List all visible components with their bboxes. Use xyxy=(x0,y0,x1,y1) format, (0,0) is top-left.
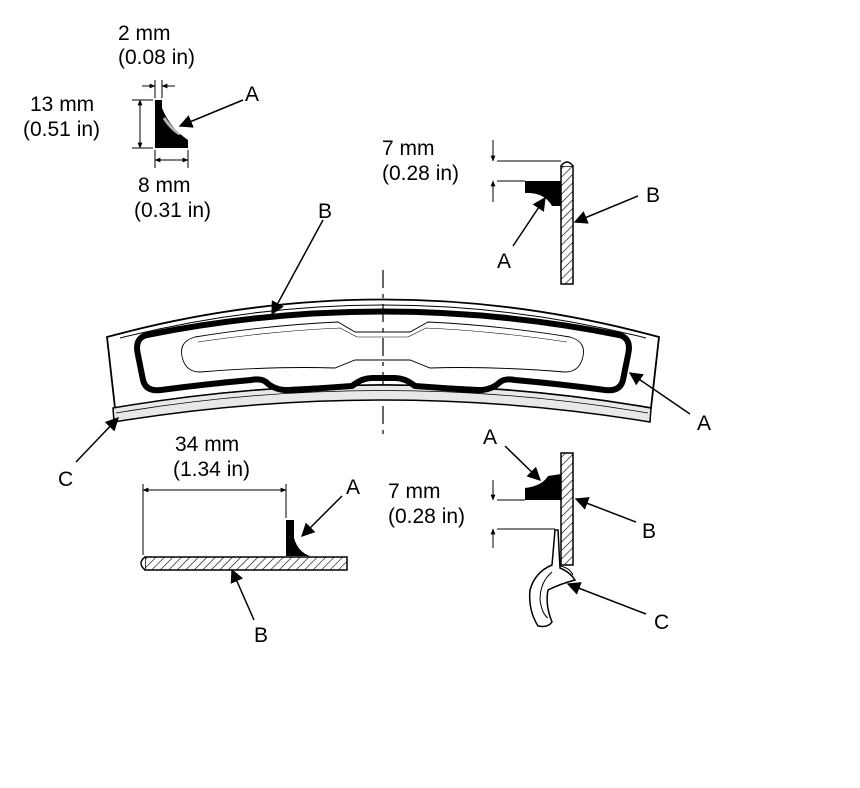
bead-profile-detail: A 2 mm (0.08 in) 13 mm (0.51 in) 8 mm (0… xyxy=(23,22,259,222)
edge-section-panel-label: B xyxy=(254,624,268,647)
bottom-section-offset-in: (0.28 in) xyxy=(388,505,465,528)
bottom-section-detail: 7 mm (0.28 in) A B C xyxy=(388,426,669,634)
edge-distance-in: (1.34 in) xyxy=(173,458,250,481)
top-section-bead-label: A xyxy=(497,250,511,273)
bead-base-width-in: (0.31 in) xyxy=(134,199,211,222)
bead-height-mm: 13 mm xyxy=(30,93,94,116)
top-section-offset-mm: 7 mm xyxy=(382,137,435,160)
bead-profile-shape xyxy=(155,100,188,148)
glass-adhesive-bead xyxy=(134,308,632,394)
edge-section-bead-label: A xyxy=(346,476,360,499)
bottom-section-offset-mm: 7 mm xyxy=(388,480,441,503)
bead-profile-label: A xyxy=(245,83,259,106)
top-section-bead xyxy=(525,181,561,206)
glass-molding-label: C xyxy=(58,468,73,491)
top-section-panel-label: B xyxy=(646,184,660,207)
edge-section-bead xyxy=(286,520,310,556)
bottom-section-bead xyxy=(525,474,561,500)
bottom-section-panel-label: B xyxy=(642,520,656,543)
bottom-section-bead-label: A xyxy=(483,426,497,449)
top-section-offset-in: (0.28 in) xyxy=(382,162,459,185)
bead-top-width-mm: 2 mm xyxy=(118,22,171,45)
top-section-detail: 7 mm (0.28 in) A B xyxy=(382,137,660,285)
windshield-glass: B A C xyxy=(58,200,711,491)
edge-section-detail: 34 mm (1.34 in) A B xyxy=(140,433,360,647)
bottom-section-molding-label: C xyxy=(654,611,669,634)
glass-top-label: B xyxy=(318,200,332,223)
bead-base-width-mm: 8 mm xyxy=(138,174,191,197)
edge-distance-mm: 34 mm xyxy=(175,433,239,456)
bead-height-in: (0.51 in) xyxy=(23,118,100,141)
bottom-section-molding xyxy=(528,529,577,628)
glass-bead-label: A xyxy=(697,412,711,435)
bead-top-width-in: (0.08 in) xyxy=(118,46,195,69)
